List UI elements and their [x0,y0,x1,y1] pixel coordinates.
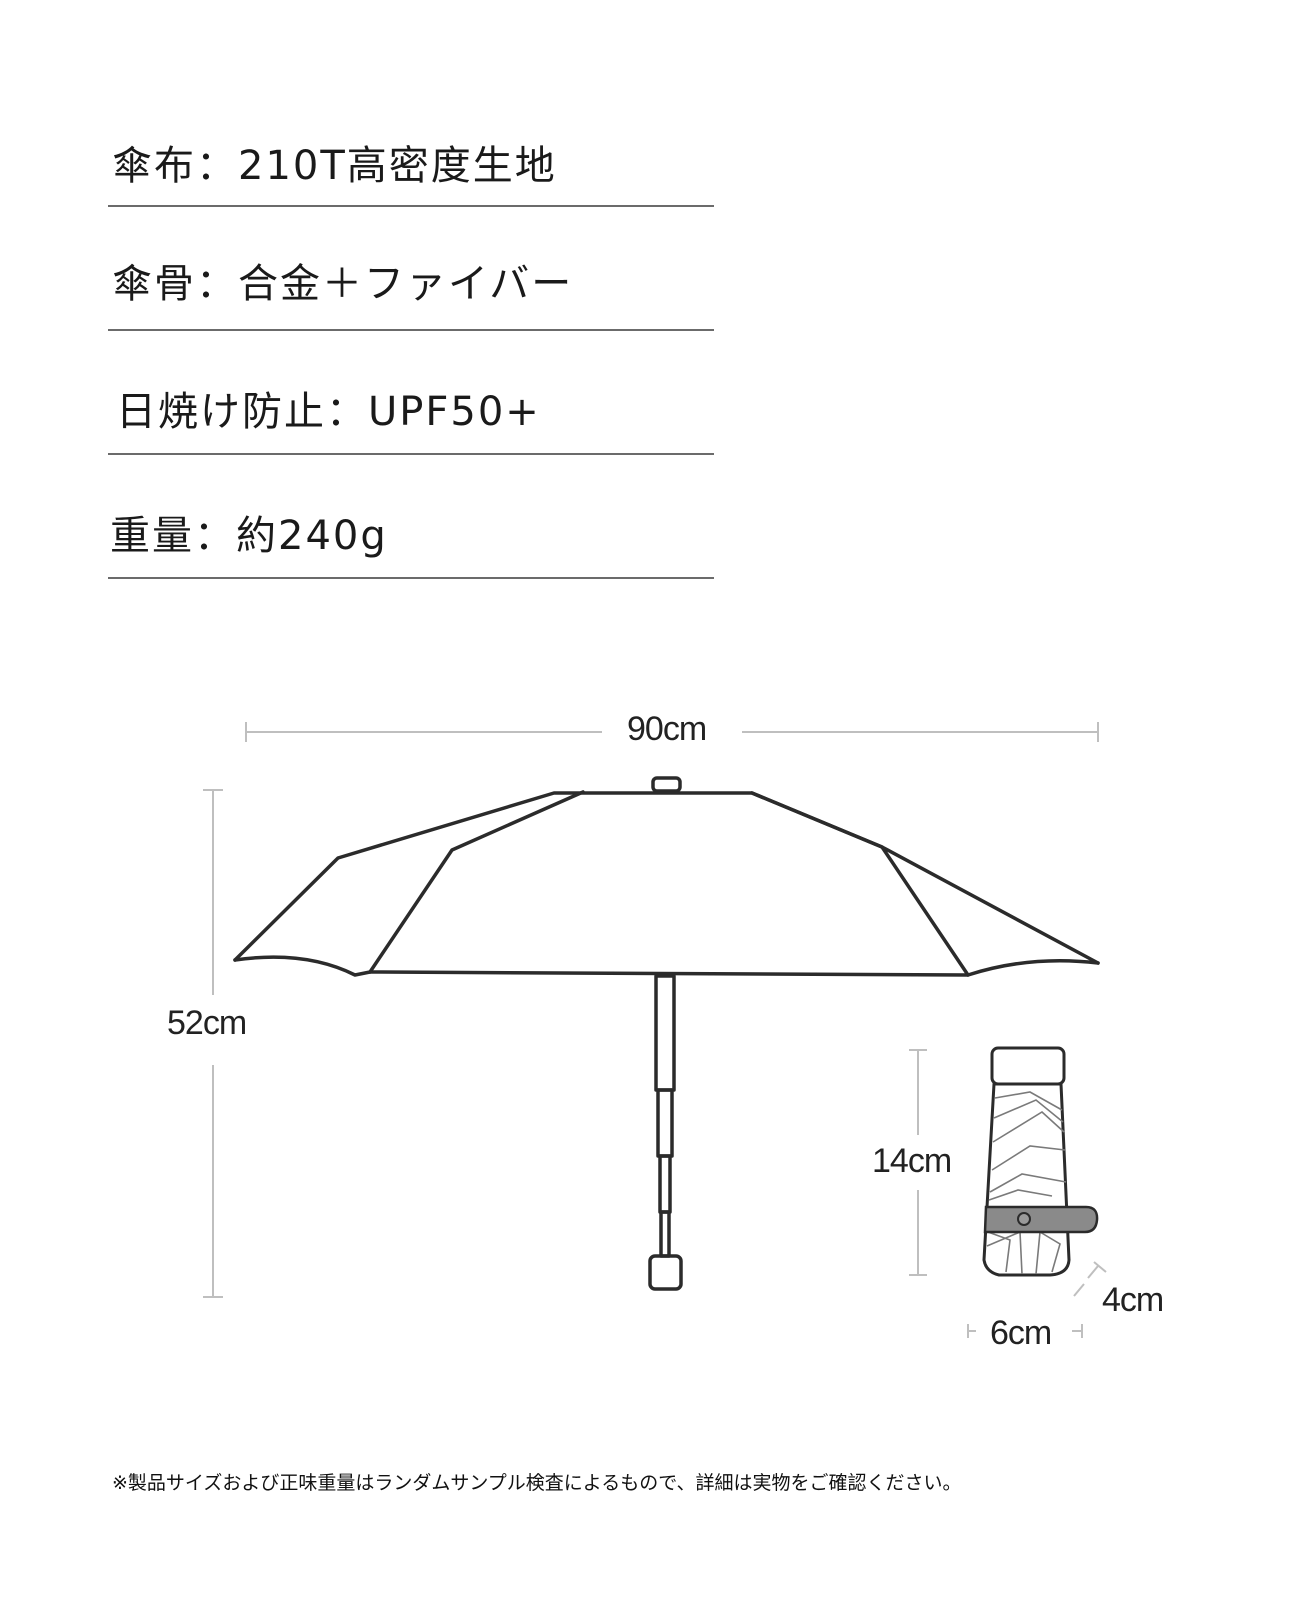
width-dimension-line [245,722,1099,742]
spec-fabric-value: 210T高密度生地 [238,143,557,189]
spec-uv-label: 日焼け防止 [116,389,326,435]
strap-button-icon [1017,1212,1031,1226]
folded-width-dimension-line [967,1324,1083,1338]
divider-line [108,453,714,455]
spec-frame-text: 傘骨：合金＋ファイバー [112,264,573,304]
open-width-label: 90cm [627,710,707,748]
open-height-label: 52cm [167,1004,247,1042]
spec-weight-sep: ： [194,513,236,559]
umbrella-rib-left-outer [368,790,585,974]
spec-weight-label: 重量 [110,513,194,559]
spec-weight-value: 約240g [236,513,388,559]
umbrella-tip [651,776,682,793]
folded-length-label: 14cm [872,1142,952,1180]
spec-frame-sep: ： [196,261,238,307]
divider-line [108,329,714,331]
height-dimension-line [203,789,223,1298]
divider-line [108,577,714,579]
spec-fabric-sep: ： [196,143,238,189]
spec-fabric-text: 傘布：210T高密度生地 [112,146,557,186]
spec-uv-value: UPF50+ [368,389,541,435]
umbrella-rib-right-outer [750,791,970,977]
umbrella-shaft-middle [656,1088,674,1158]
disclaimer-note: ※製品サイズおよび正味重量はランダムサンプル検査によるもので、詳細は実物をご確認… [112,1472,962,1494]
spec-fabric-label: 傘布 [112,143,196,189]
folded-fabric-stripes [986,1091,1067,1275]
spec-weight-text: 重量：約240g [110,516,388,556]
umbrella-handle [648,1254,683,1291]
umbrella-canopy-hem [233,955,1100,977]
spec-frame-label: 傘骨 [112,261,196,307]
open-umbrella [233,776,1100,1291]
spec-uv-text: 日焼け防止：UPF50+ [116,392,541,432]
spec-frame-value: 合金＋ファイバー [238,261,574,307]
folded-cap [990,1046,1066,1086]
folded-depth-dimension-line [1073,1261,1107,1297]
umbrella-canopy-outline [233,791,1100,965]
folded-width-label: 6cm [990,1314,1052,1352]
folded-depth-label: 4cm [1102,1281,1164,1319]
umbrella-shaft-bottom [659,1210,671,1258]
folded-length-dimension-line [909,1049,927,1276]
spec-uv-sep: ： [326,389,368,435]
folded-umbrella [982,1046,1099,1277]
umbrella-shaft-upper [654,974,676,1092]
umbrella-shaft-lower [658,1154,672,1214]
folded-strap [983,1205,1099,1234]
divider-line [108,205,714,207]
